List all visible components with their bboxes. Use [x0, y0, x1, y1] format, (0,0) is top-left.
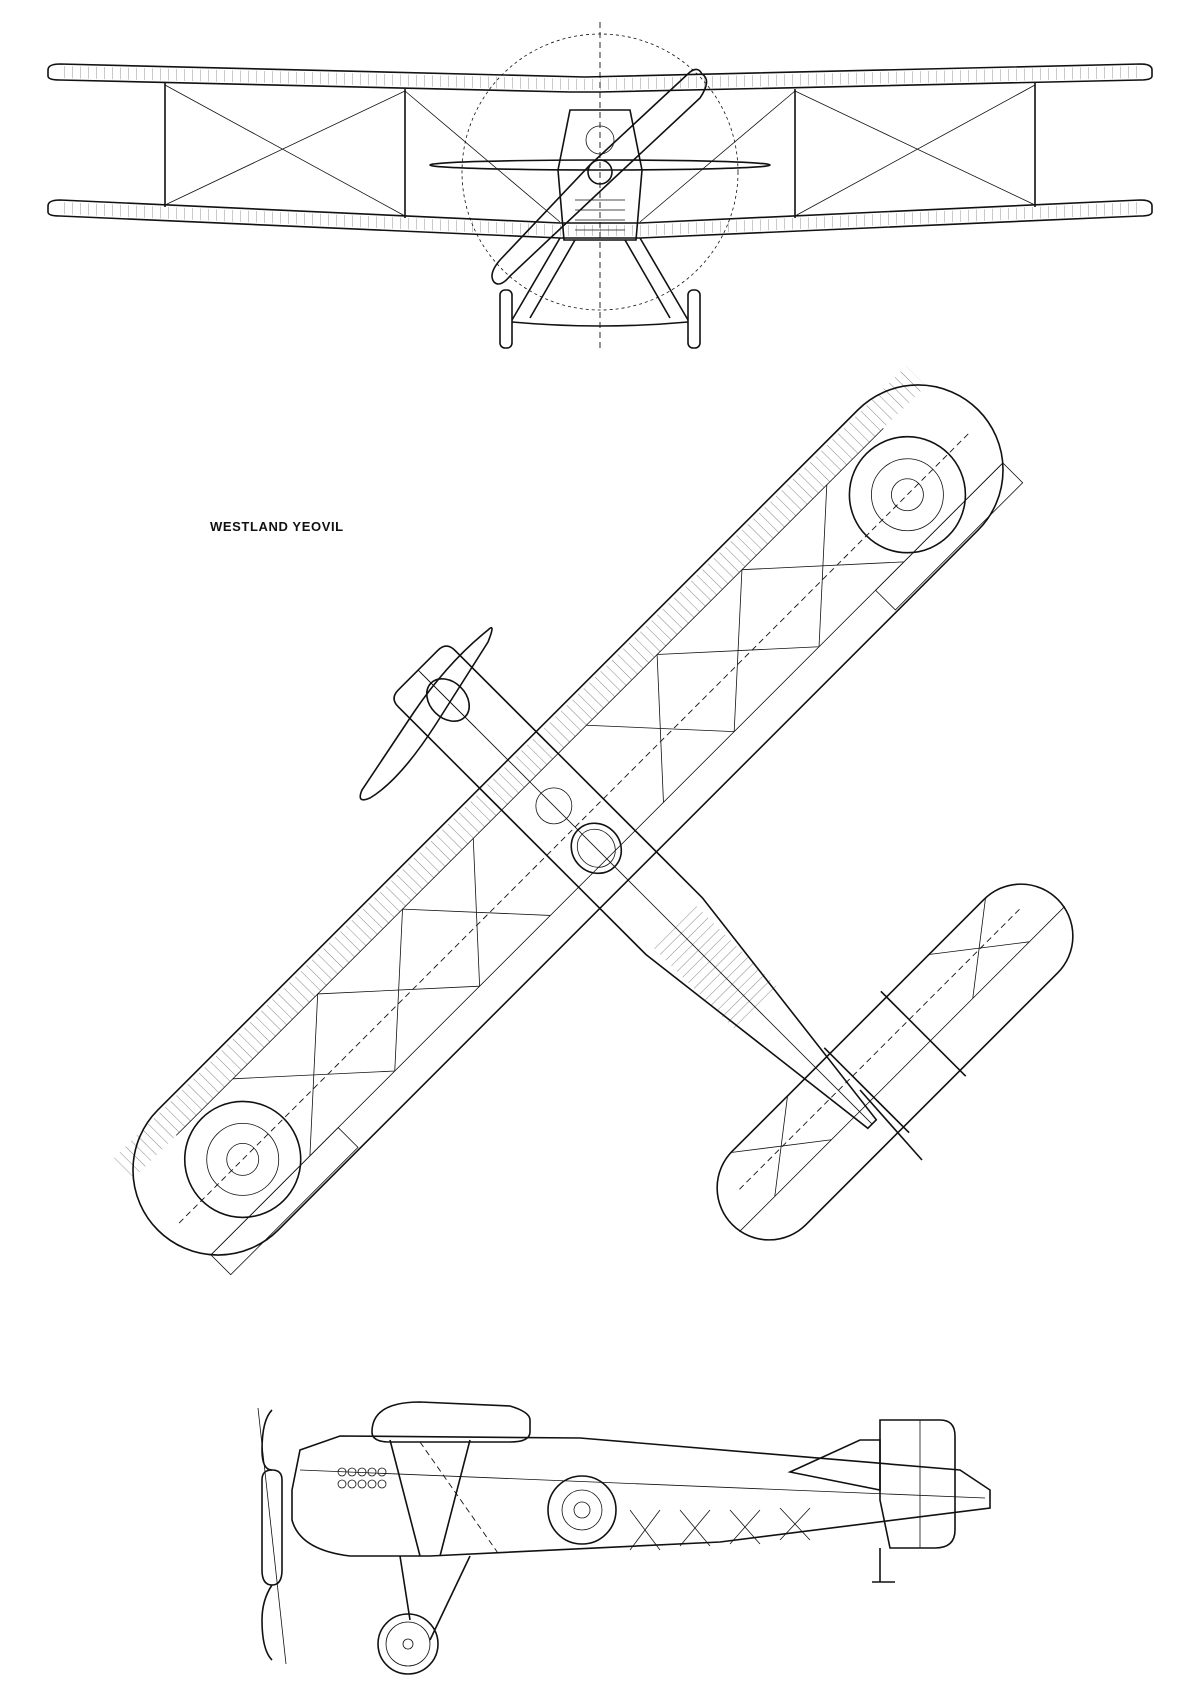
side-view: [257, 1401, 991, 1675]
side-propeller: [261, 1469, 283, 1586]
front-interplane-struts: [164, 83, 1036, 223]
side-fin: [787, 1439, 881, 1491]
drawing-title: WESTLAND YEOVIL: [210, 519, 344, 534]
plan-view: [114, 366, 1074, 1276]
front-lower-wing: [47, 199, 1153, 239]
side-roundel: [547, 1475, 617, 1545]
front-view: [47, 22, 1153, 352]
side-rudder: [879, 1419, 956, 1549]
front-upper-wing: [47, 63, 1153, 93]
side-upper-wing: [371, 1401, 531, 1443]
plan-tail-skid: [859, 1089, 923, 1161]
plan-tailplane: [716, 883, 1074, 1241]
propeller-blade: [491, 68, 708, 285]
side-exhaust: [337, 1467, 387, 1489]
side-strut-rear: [439, 1439, 471, 1557]
plan-fuselage: [393, 645, 878, 1130]
side-fuselage: [291, 1435, 991, 1557]
side-undercarriage: [377, 1555, 471, 1675]
plan-propeller: [359, 626, 493, 801]
front-fuselage: [429, 109, 771, 241]
side-strut-front: [389, 1439, 421, 1557]
front-undercarriage: [499, 237, 701, 349]
